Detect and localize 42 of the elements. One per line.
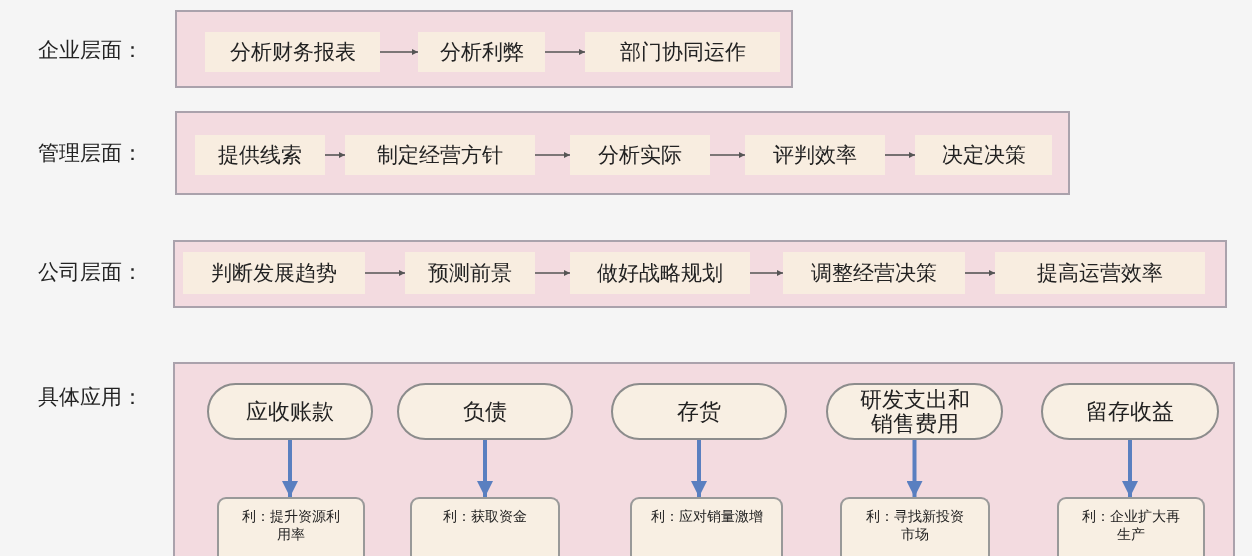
arrow [964,269,996,277]
arrow [364,269,406,277]
arrow [1122,440,1138,497]
result-box: 利：应对销量激增 [630,497,783,556]
step-box: 分析财务报表 [205,32,380,72]
step-box: 分析实际 [570,135,710,175]
arrow [477,440,493,497]
step-box: 提供线索 [195,135,325,175]
step-box: 制定经营方针 [345,135,535,175]
category-pill: 存货 [611,383,787,440]
arrow [749,269,784,277]
step-box: 判断发展趋势 [183,252,365,294]
arrow [709,151,746,159]
step-box: 做好战略规划 [570,252,750,294]
arrow [906,440,923,497]
result-box: 利：寻找新投资市场 [840,497,990,556]
arrow [324,151,346,159]
category-pill: 应收账款 [207,383,373,440]
step-box: 预测前景 [405,252,535,294]
result-box: 利：企业扩大再生产 [1057,497,1205,556]
category-pill: 研发支出和销售费用 [826,383,1003,440]
category-pill: 留存收益 [1041,383,1219,440]
result-box: 利：提升资源利用率 [217,497,365,556]
step-box: 分析利弊 [418,32,545,72]
step-box: 评判效率 [745,135,885,175]
step-box: 调整经营决策 [783,252,965,294]
level-label: 公司层面： [38,259,143,286]
step-box: 提高运营效率 [995,252,1205,294]
arrow [691,440,707,497]
arrow [544,48,586,56]
level-label: 具体应用： [38,384,143,411]
step-box: 部门协同运作 [585,32,780,72]
arrow [282,440,298,497]
result-box: 利：获取资金 [410,497,560,556]
arrow [379,48,419,56]
arrow [884,151,916,159]
level-label: 管理层面： [38,140,143,167]
level-label: 企业层面： [38,37,143,64]
category-pill: 负债 [397,383,573,440]
arrow [534,269,571,277]
arrow [534,151,571,159]
step-box: 决定决策 [915,135,1052,175]
